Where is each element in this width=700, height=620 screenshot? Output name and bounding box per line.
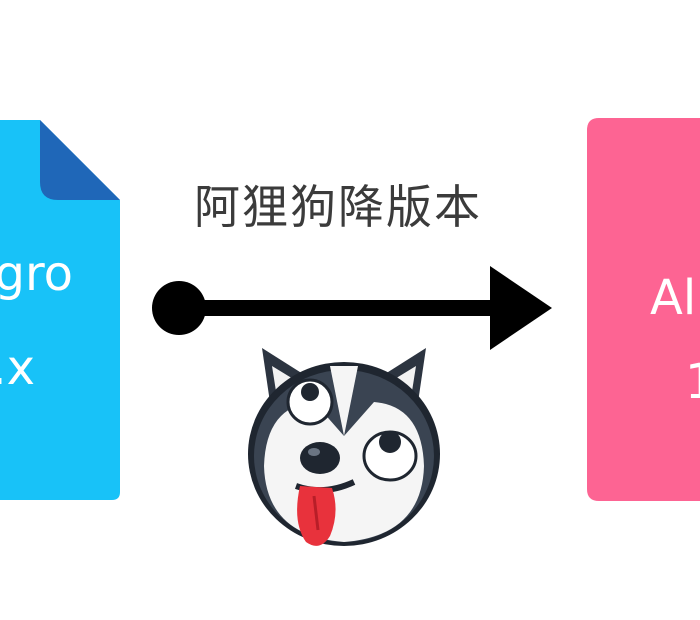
file-icon: [0, 120, 120, 500]
right-arrow-icon: [152, 266, 552, 350]
left-document-icon: gro .x: [0, 120, 120, 500]
husky-dog-icon: [248, 348, 440, 546]
right-document-icon: Al 1: [587, 118, 700, 501]
right-document-text-line1: Al: [650, 270, 697, 326]
right-document-text-line2: 1: [685, 358, 700, 406]
left-document-text-line2: .x: [0, 340, 35, 396]
left-document-text-line1: gro: [0, 246, 73, 302]
arrow-label: 阿狸狗降版本: [194, 180, 482, 234]
file-icon: [587, 118, 700, 501]
